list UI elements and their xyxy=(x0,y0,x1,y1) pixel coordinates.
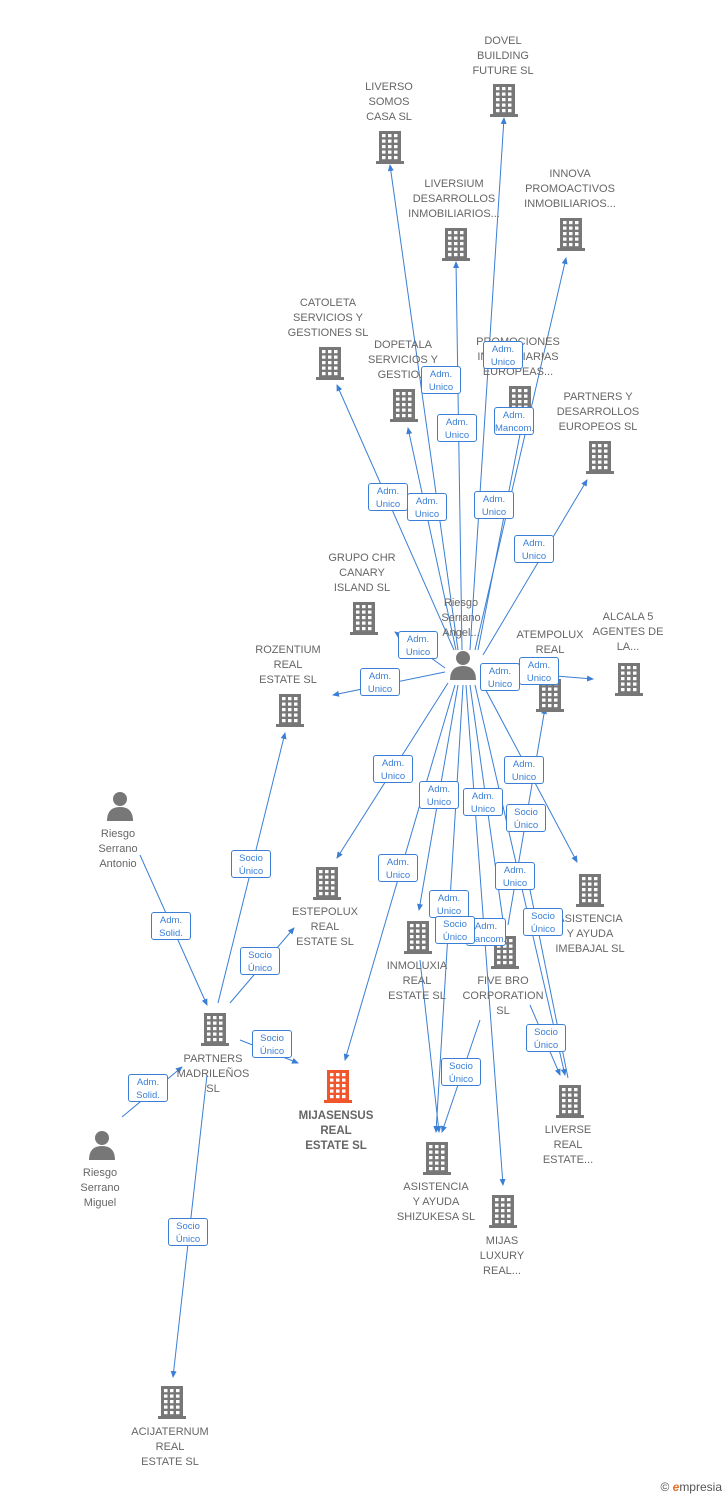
company-name-label[interactable]: LIVERSIUM DESARROLLOS INMOBILIARIOS... xyxy=(408,178,500,220)
building-icon[interactable] xyxy=(349,601,379,635)
company-name-label[interactable]: INMOLUXIA REAL ESTATE SL xyxy=(386,960,448,1002)
building-icon[interactable] xyxy=(575,873,605,907)
company-name-label[interactable]: ROZENTIUM REAL ESTATE SL xyxy=(255,644,321,686)
edge-line xyxy=(406,427,457,651)
edge-line xyxy=(419,959,442,1133)
person-name-label[interactable]: Riesgo Serrano Antonio xyxy=(98,828,138,870)
company-name-label[interactable]: CATOLETA SERVICIOS Y GESTIONES SL xyxy=(287,297,369,339)
person-icon[interactable] xyxy=(87,1130,117,1160)
edge-role-label[interactable]: Adm. Solid. xyxy=(151,912,191,940)
building-icon[interactable] xyxy=(489,83,519,117)
building-icon[interactable] xyxy=(422,1141,452,1175)
edge-line xyxy=(387,164,459,651)
person-icon[interactable] xyxy=(448,650,478,680)
edge-line xyxy=(336,384,455,651)
edge-role-label[interactable]: Adm. Unico xyxy=(519,657,559,685)
edge-role-label[interactable]: Adm. Unico xyxy=(474,491,514,519)
company-name-label[interactable]: LIVERSE REAL ESTATE... xyxy=(542,1124,594,1166)
edge-line xyxy=(453,261,463,651)
person-icon[interactable] xyxy=(105,791,135,821)
edge-role-label[interactable]: Adm. Unico xyxy=(483,341,523,369)
company-name-label[interactable]: ASISTENCIA Y AYUDA IMEBAJAL SL xyxy=(555,913,625,955)
brand-logo-text: mpresia xyxy=(679,1480,722,1494)
company-name-label[interactable]: ALCALA 5 AGENTES DE LA... xyxy=(592,611,664,653)
edge-line xyxy=(474,257,568,651)
edge-role-label[interactable]: Adm. Unico xyxy=(373,755,413,783)
edge-role-label[interactable]: Adm. Mancom. xyxy=(494,407,534,435)
edge-line xyxy=(469,117,507,651)
building-icon[interactable] xyxy=(200,1012,230,1046)
building-icon[interactable] xyxy=(312,866,342,900)
edge-role-label[interactable]: Adm. Unico xyxy=(495,862,535,890)
person-name-label[interactable]: Riesgo Serrano Miguel xyxy=(80,1167,120,1209)
edge-line xyxy=(482,479,588,656)
building-icon[interactable] xyxy=(375,130,405,164)
building-icon[interactable] xyxy=(488,1194,518,1228)
edge-role-label[interactable]: Socio Único xyxy=(526,1024,566,1052)
company-name-label[interactable]: FIVE BRO CORPORATION SL xyxy=(462,975,544,1017)
edge-role-label[interactable]: Adm. Unico xyxy=(398,631,438,659)
edge-role-label[interactable]: Socio Único xyxy=(240,947,280,975)
building-icon[interactable] xyxy=(403,920,433,954)
edge-role-label[interactable]: Adm. Unico xyxy=(368,483,408,511)
edge-role-label[interactable]: Adm. Unico xyxy=(514,535,554,563)
edge-role-label[interactable]: Socio Único xyxy=(168,1218,208,1246)
edge-role-label[interactable]: Adm. Solid. xyxy=(128,1074,168,1102)
edge-role-label[interactable]: Adm. Unico xyxy=(421,366,461,394)
company-name-label[interactable]: DOPETALA SERVICIOS Y GESTIO... xyxy=(368,339,438,381)
edge-role-label[interactable]: Adm. Unico xyxy=(504,756,544,784)
edge-role-label[interactable]: Adm. Unico xyxy=(463,788,503,816)
company-name-label[interactable]: LIVERSO SOMOS CASA SL xyxy=(365,81,413,123)
edge-line xyxy=(477,423,524,651)
company-name-label[interactable]: ESTEPOLUX REAL ESTATE SL xyxy=(291,906,359,948)
building-icon[interactable] xyxy=(315,346,345,380)
building-icon[interactable] xyxy=(275,693,305,727)
brand-logo-letter: e xyxy=(672,1480,680,1494)
company-name-label[interactable]: INNOVA PROMOACTIVOS INMOBILIARIOS... xyxy=(524,168,616,210)
building-icon[interactable] xyxy=(614,662,644,696)
edge-role-label[interactable]: Socio Único xyxy=(231,850,271,878)
edge-role-label[interactable]: Socio Único xyxy=(506,804,546,832)
building-icon[interactable] xyxy=(585,440,615,474)
company-name-label[interactable]: MIJASENSUS REAL ESTATE SL xyxy=(298,1110,374,1152)
edge-role-label[interactable]: Socio Único xyxy=(252,1030,292,1058)
edge-role-label[interactable]: Adm. Unico xyxy=(437,414,477,442)
edge-role-label[interactable]: Adm. Unico xyxy=(419,781,459,809)
edge-role-label[interactable]: Adm. Unico xyxy=(360,668,400,696)
building-icon[interactable] xyxy=(535,678,565,712)
edge-role-label[interactable]: Adm. Unico xyxy=(407,493,447,521)
building-icon[interactable] xyxy=(157,1385,187,1419)
edge-role-label[interactable]: Adm. Unico xyxy=(429,890,469,918)
company-name-label[interactable]: ASISTENCIA Y AYUDA SHIZUKESA SL xyxy=(396,1181,476,1223)
building-icon[interactable] xyxy=(323,1069,353,1103)
company-name-label[interactable]: PARTNERS Y DESARROLLOS EUROPEOS SL xyxy=(556,391,640,433)
company-name-label[interactable]: GRUPO CHR CANARY ISLAND SL xyxy=(328,552,396,594)
edge-role-label[interactable]: Socio Único xyxy=(435,916,475,944)
company-name-label[interactable]: ACIJATERNUM REAL ESTATE SL xyxy=(131,1426,209,1468)
company-name-label[interactable]: DOVEL BUILDING FUTURE SL xyxy=(472,35,534,77)
company-name-label[interactable]: PARTNERS MADRILEÑOS SL xyxy=(176,1053,250,1095)
edge-role-label[interactable]: Socio Único xyxy=(441,1058,481,1086)
company-name-label[interactable]: MIJAS LUXURY REAL... xyxy=(479,1235,525,1277)
edge-role-label[interactable]: Socio Único xyxy=(523,908,563,936)
building-icon[interactable] xyxy=(556,217,586,251)
building-icon[interactable] xyxy=(555,1084,585,1118)
edge-role-label[interactable]: Adm. Unico xyxy=(480,663,520,691)
copyright-icon: © xyxy=(660,1480,670,1494)
person-name-label[interactable]: Riesgo Serrano Angel... xyxy=(441,597,481,639)
building-icon[interactable] xyxy=(441,227,471,261)
edge-role-label[interactable]: Adm. Unico xyxy=(378,854,418,882)
building-icon[interactable] xyxy=(389,388,419,422)
footer-brand: © empresia xyxy=(660,1480,722,1494)
